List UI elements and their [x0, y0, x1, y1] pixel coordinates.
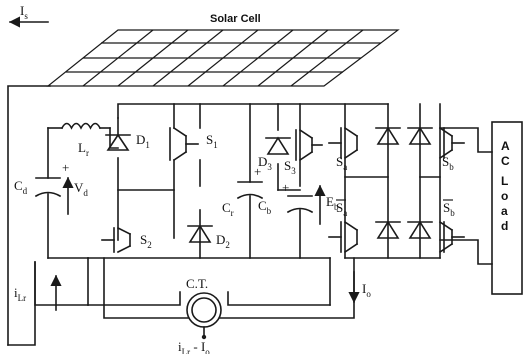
current-transformer [186, 292, 222, 340]
d1-label: D1 [136, 132, 150, 150]
diode-bridge-bottom-right [407, 220, 433, 239]
cd-label: Cd [14, 178, 28, 196]
switch-sb-bar [438, 220, 465, 254]
sb-label: Sb [442, 154, 454, 172]
capacitor-cr [236, 181, 264, 200]
switch-s1 [169, 126, 199, 162]
ct-label: C.T. [186, 276, 208, 291]
capacitor-cd [34, 177, 62, 198]
cr-label: Cr [222, 200, 234, 218]
solar-cell-title: Solar Cell [210, 13, 261, 25]
diode-bridge-top-right [407, 126, 433, 145]
switch-s2 [101, 226, 132, 254]
diode-bridge-bottom-left [375, 220, 401, 239]
i-lr-minus-io-label: iLr - Io [178, 339, 210, 354]
wiring [7, 85, 493, 346]
sa-label: Sa [336, 154, 347, 172]
switch-s3 [295, 128, 323, 162]
diode-bridge-top-left [375, 126, 401, 145]
i-o-label: Io [362, 281, 371, 299]
cb-label: Cb [258, 198, 272, 216]
cd-plus: + [62, 160, 69, 175]
d2-label: D2 [216, 232, 230, 250]
i-lr-label: iLr [14, 285, 26, 303]
cr-plus: + [254, 164, 261, 179]
capacitor-cb [286, 195, 314, 214]
solar-cell-grid [66, 29, 381, 87]
eb-label: Eb [326, 194, 339, 212]
s2-label: S2 [140, 232, 152, 250]
switch-sa-bar [328, 220, 359, 254]
diode-d2 [187, 224, 213, 243]
solar-cell-panel [46, 29, 400, 87]
switch-sb [438, 126, 465, 160]
vd-label: Vd [74, 180, 88, 198]
s1-label: S1 [206, 132, 218, 150]
d3-label: D3 [258, 154, 272, 172]
diode-d1 [105, 133, 131, 151]
lr-label: Lr [78, 140, 89, 158]
sa-bar-label: Sa [336, 200, 347, 218]
s3-label: S3 [284, 158, 296, 176]
switch-sa [328, 126, 359, 160]
diode-d3 [265, 136, 291, 155]
i-s-label: Is [20, 3, 28, 21]
inductor-lr [60, 122, 102, 130]
cb-plus: + [282, 180, 289, 195]
sb-bar-label: Sb [443, 200, 455, 218]
ac-load-box [491, 121, 523, 295]
